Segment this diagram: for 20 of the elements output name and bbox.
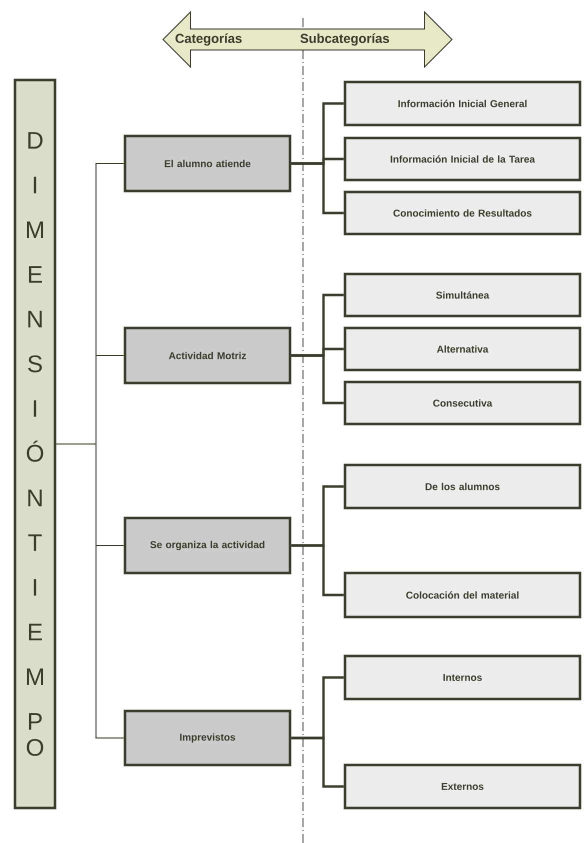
subcategory-box: Información Inicial de la Tarea — [344, 136, 582, 182]
vertical-title-bar: DIMENSIÓN TIEMPO — [14, 78, 56, 810]
subcategory-box: Simultánea — [344, 272, 582, 318]
connector-line — [291, 354, 344, 404]
connector-line — [291, 736, 344, 788]
subcategory-box: Consecutiva — [344, 380, 582, 426]
subcategory-box: Colocación del material — [344, 572, 582, 618]
subcategory-box: Alternativa — [344, 326, 582, 372]
connector-line — [291, 162, 344, 214]
subcategory-box: Información Inicial General — [344, 80, 582, 126]
connector-line — [56, 444, 124, 738]
connector-line — [291, 544, 344, 596]
category-box: Imprevistos — [124, 710, 292, 766]
subcategory-box: Externos — [344, 764, 582, 810]
subcategory-box: Conocimiento de Resultados — [344, 190, 582, 236]
subcategory-box: De los alumnos — [344, 464, 582, 510]
category-box: Se organiza la actividad — [124, 516, 292, 574]
subcategory-box: Internos — [344, 654, 582, 700]
category-box: Actividad Motriz — [124, 326, 292, 384]
category-box: El alumno atiende — [124, 134, 292, 192]
